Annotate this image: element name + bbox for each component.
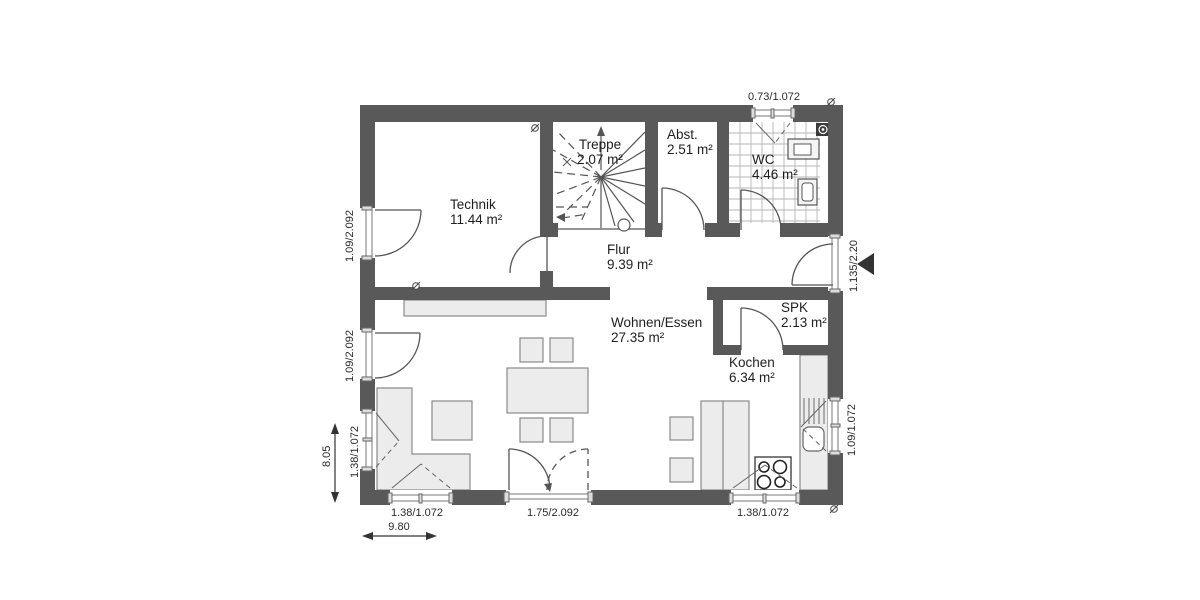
technik-french-door <box>361 205 373 261</box>
room-label-spk: SPK 2.13 m² <box>781 300 827 330</box>
symbol-bottom-right <box>829 504 839 514</box>
symbol-technik <box>530 123 540 133</box>
width-arrow <box>362 532 437 540</box>
stairs <box>552 126 646 232</box>
wc-fixtures <box>787 123 830 206</box>
abst-door-swing <box>661 187 705 231</box>
survey-symbols <box>411 97 839 514</box>
chair <box>549 337 574 363</box>
entrance-door-swing <box>791 243 834 286</box>
sideboard <box>403 299 547 317</box>
height-arrow <box>331 423 339 503</box>
chair <box>549 417 574 443</box>
kitchen-fixtures <box>754 398 825 491</box>
window-frames <box>361 107 841 504</box>
washbasin-icon <box>787 138 820 160</box>
room-area: 27.35 m² <box>611 330 665 345</box>
entrance-arrow <box>857 253 874 275</box>
bottom-window-left <box>387 492 454 504</box>
chair <box>519 337 544 363</box>
room-name: WC <box>752 152 775 167</box>
bottom-window-right <box>728 492 801 504</box>
left-window <box>361 408 373 472</box>
dim-bottom-window-left: 1.38/1.072 <box>391 507 443 519</box>
room-area: 2.51 m² <box>667 142 713 157</box>
coffee-table <box>431 400 473 441</box>
room-label-treppe: Treppe 2.07 m² <box>563 137 637 167</box>
wohnen-french-door <box>361 327 373 382</box>
spk-door-swing <box>740 307 784 351</box>
room-label-wohnen-essen: Wohnen/Essen 27.35 m² <box>611 315 702 345</box>
room-area: 2.07 m² <box>577 152 623 167</box>
room-name: SPK <box>781 300 809 315</box>
room-label-flur: Flur 9.39 m² <box>607 242 653 272</box>
furniture <box>376 299 829 491</box>
vent-pipe-icon <box>816 123 830 136</box>
chair <box>519 417 544 443</box>
walls <box>360 105 843 505</box>
entrance-door-frame <box>829 233 841 294</box>
dim-entrance-door: 1.135/2.20 <box>848 240 860 292</box>
room-label-wc: WC 4.46 m² <box>752 152 798 182</box>
sink-icon <box>802 426 825 452</box>
dim-top-window: 0.73/1.072 <box>748 91 800 103</box>
dining-table <box>506 367 589 414</box>
room-area: 11.44 m² <box>450 212 503 227</box>
dim-left-door-wohnen: 1.09/2.092 <box>344 330 356 382</box>
stair-newel <box>617 218 631 232</box>
drainer-icon <box>803 398 825 424</box>
wc-door-swing <box>740 189 782 231</box>
room-name: Treppe <box>578 137 622 152</box>
room-area: 2.13 m² <box>781 315 827 330</box>
room-name: Flur <box>607 242 631 257</box>
room-name: Wohnen/Essen <box>611 315 703 330</box>
dim-height-total: 8.05 <box>321 445 333 467</box>
room-area: 6.34 m² <box>729 370 775 385</box>
room-name: Technik <box>450 197 496 212</box>
kitchen-window <box>829 396 841 456</box>
room-area: 4.46 m² <box>752 167 798 182</box>
room-name: Abst. <box>667 127 698 142</box>
dim-kitchen-window: 1.09/1.072 <box>846 404 858 456</box>
dim-bottom-window-right: 1.38/1.072 <box>737 507 789 519</box>
wohnen-terrace-door-swing <box>374 332 421 379</box>
dim-terrace-door: 1.75/2.092 <box>527 507 579 519</box>
doors <box>374 187 834 492</box>
measure-arrows <box>331 423 437 540</box>
dim-left-door-technik: 1.09/2.092 <box>344 210 356 262</box>
symbol-wall <box>411 281 421 291</box>
terrace-door-right-swing <box>546 448 589 491</box>
toilet-icon <box>797 178 818 206</box>
room-label-abst: Abst. 2.51 m² <box>667 127 713 157</box>
symbol-top-right <box>826 97 836 107</box>
stool <box>669 416 694 441</box>
room-name: Kochen <box>729 355 775 370</box>
technik-terrace-door-swing <box>374 209 422 257</box>
terrace-door-frame <box>503 491 594 503</box>
stool <box>669 457 694 483</box>
wc-window <box>750 107 796 119</box>
terrace-door-left-swing <box>508 448 552 492</box>
window-opening-lines <box>375 122 827 489</box>
room-area: 9.39 m² <box>607 257 653 272</box>
dim-width-total: 9.80 <box>388 521 410 533</box>
dim-left-window: 1.38/1.072 <box>349 426 361 478</box>
room-label-kochen: Kochen 6.34 m² <box>729 355 775 385</box>
room-label-technik: Technik 11.44 m² <box>450 197 502 227</box>
kitchen-tall-unit <box>700 400 750 491</box>
stove-icon <box>754 456 792 491</box>
technik-door-swing <box>509 235 548 274</box>
